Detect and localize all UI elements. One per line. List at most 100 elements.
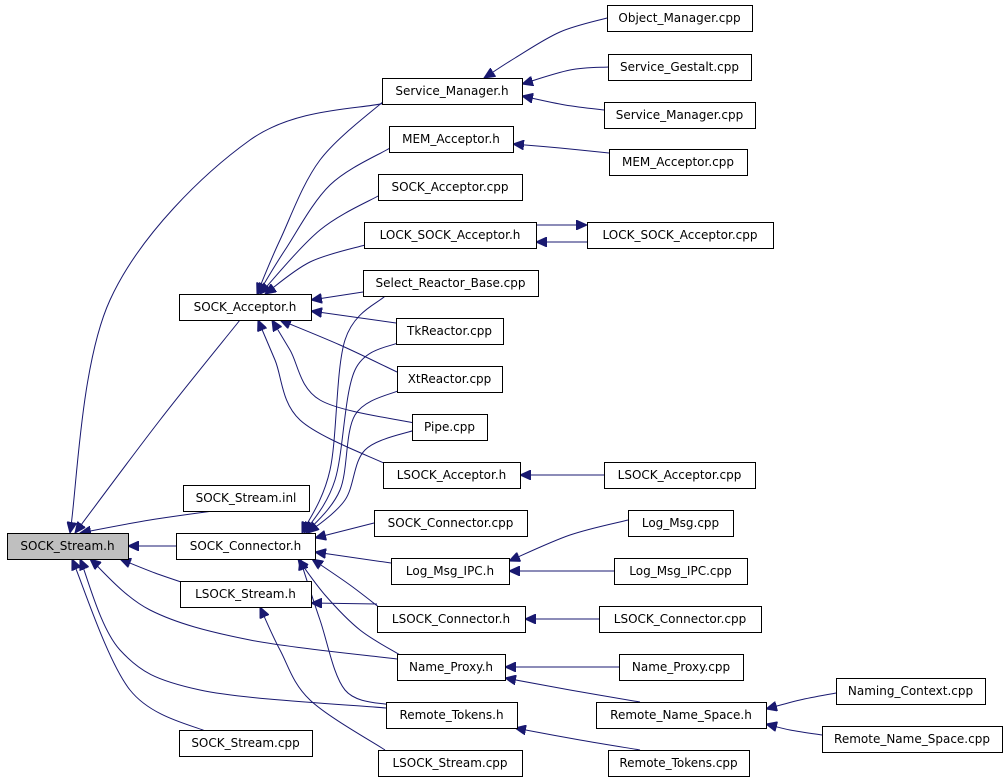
- node-box: [609, 149, 748, 176]
- node-label: Service_Manager.h: [395, 84, 508, 98]
- edge-lsock_stream_cpp-to-lsock_stream_h: [260, 607, 386, 751]
- edge-naming_context_cpp-to-remote_name_space_h: [766, 692, 837, 709]
- node-label: Service_Manager.cpp: [616, 108, 744, 122]
- node-service-manager-cpp[interactable]: Service_Manager.cpp: [604, 102, 756, 129]
- node-lock-sock-acceptor-cpp[interactable]: LOCK_SOCK_Acceptor.cpp: [587, 222, 774, 249]
- node-box: [176, 533, 316, 560]
- node-lsock-acceptor-h[interactable]: LSOCK_Acceptor.h: [383, 462, 521, 489]
- node-box: [628, 510, 734, 537]
- node-lsock-acceptor-cpp[interactable]: LSOCK_Acceptor.cpp: [604, 462, 756, 489]
- node-box: [378, 750, 523, 777]
- edge-select_reactor_base_cpp-to-sock_acceptor_h: [311, 291, 364, 300]
- edge-log_msg_cpp-to-log_msg_ipc_h: [509, 519, 629, 561]
- edge-log_msg_ipc_h-to-sock_connector_h: [315, 552, 392, 564]
- node-box: [397, 654, 506, 681]
- node-box: [596, 702, 767, 729]
- node-sock-stream-cpp[interactable]: SOCK_Stream.cpp: [179, 730, 313, 757]
- edge-select_reactor_base_cpp-to-sock_connector_h: [302, 295, 386, 533]
- node-layer: SOCK_Stream.h Service_Manager.h Object_Man…: [7, 5, 1003, 777]
- node-naming-context-cpp[interactable]: Naming_Context.cpp: [836, 678, 986, 705]
- node-select-reactor-base-cpp[interactable]: Select_Reactor_Base.cpp: [363, 270, 539, 297]
- node-box: [179, 294, 312, 321]
- node-box: [599, 606, 762, 633]
- node-box: [374, 510, 528, 537]
- edge-sock_stream_inl-to-sock_stream_h: [80, 509, 221, 533]
- edge-lsock_connector_h-to-sock_connector_h: [312, 559, 381, 609]
- node-lsock-connector-h[interactable]: LSOCK_Connector.h: [377, 606, 526, 633]
- edge-name_proxy_h-to-sock_stream_h: [90, 559, 398, 660]
- node-remote-tokens-h[interactable]: Remote_Tokens.h: [386, 702, 518, 729]
- node-remote-tokens-cpp[interactable]: Remote_Tokens.cpp: [608, 750, 750, 777]
- node-box: [836, 678, 986, 705]
- node-remote-name-space-h[interactable]: Remote_Name_Space.h: [596, 702, 767, 729]
- node-label: LOCK_SOCK_Acceptor.cpp: [603, 228, 758, 242]
- node-label: LSOCK_Acceptor.cpp: [618, 468, 742, 482]
- node-box: [608, 750, 750, 777]
- node-service-gestalt-cpp[interactable]: Service_Gestalt.cpp: [608, 54, 752, 81]
- node-box: [389, 126, 514, 153]
- node-sock-connector-cpp[interactable]: SOCK_Connector.cpp: [374, 510, 528, 537]
- node-label: Name_Proxy.h: [409, 660, 493, 674]
- node-xtreactor-cpp[interactable]: XtReactor.cpp: [397, 366, 503, 393]
- edge-remote_tokens_h-to-sock_stream_h: [80, 559, 387, 709]
- node-label: SOCK_Connector.cpp: [388, 516, 514, 530]
- node-mem-acceptor-h[interactable]: MEM_Acceptor.h: [389, 126, 514, 153]
- node-remote-name-space-cpp[interactable]: Remote_Name_Space.cpp: [822, 726, 1003, 753]
- node-box: [614, 558, 748, 585]
- node-service-manager-h[interactable]: Service_Manager.h: [382, 78, 523, 105]
- node-box: [607, 5, 753, 32]
- edge-xtreactor_cpp-to-sock_acceptor_h: [280, 320, 398, 373]
- edge-pipe_cpp-to-sock_connector_h: [308, 429, 416, 533]
- node-box: [383, 462, 521, 489]
- edge-lock_sock_acceptor_h-to-sock_acceptor_h: [265, 244, 366, 294]
- edge-tkreactor_cpp-to-sock_connector_h: [304, 341, 401, 533]
- node-object-manager-cpp[interactable]: Object_Manager.cpp: [607, 5, 753, 32]
- node-log-msg-cpp[interactable]: Log_Msg.cpp: [628, 510, 734, 537]
- node-lsock-stream-h[interactable]: LSOCK_Stream.h: [180, 581, 312, 608]
- edge-service_manager_h-to-sock_acceptor_h: [257, 99, 386, 294]
- node-label: Object_Manager.cpp: [618, 11, 740, 25]
- edge-sock_stream_cpp-to-sock_stream_h: [72, 559, 211, 734]
- edge-object_manager_cpp-to-service_manager_h: [484, 17, 608, 78]
- node-lsock-connector-cpp[interactable]: LSOCK_Connector.cpp: [599, 606, 762, 633]
- node-sock-connector-h[interactable]: SOCK_Connector.h: [176, 533, 316, 560]
- node-lock-sock-acceptor-h[interactable]: LOCK_SOCK_Acceptor.h: [364, 222, 537, 249]
- node-sock-stream-inl[interactable]: SOCK_Stream.inl: [183, 485, 310, 512]
- node-log-msg-ipc-h[interactable]: Log_Msg_IPC.h: [391, 558, 510, 585]
- edge-xtreactor_cpp-to-sock_connector_h: [306, 389, 401, 533]
- node-mem-acceptor-cpp[interactable]: MEM_Acceptor.cpp: [609, 149, 748, 176]
- node-name-proxy-cpp[interactable]: Name_Proxy.cpp: [619, 654, 744, 681]
- edge-remote_tokens_cpp-to-remote_tokens_h: [515, 728, 641, 751]
- node-label: SOCK_Connector.h: [190, 539, 302, 553]
- node-box: [382, 78, 523, 105]
- node-name-proxy-h[interactable]: Name_Proxy.h: [397, 654, 506, 681]
- edge-pipe_cpp-to-sock_acceptor_h: [272, 320, 415, 424]
- node-label: SOCK_Stream.cpp: [191, 736, 299, 750]
- node-box: [619, 654, 744, 681]
- node-label: MEM_Acceptor.h: [402, 132, 500, 146]
- node-label: SOCK_Acceptor.cpp: [391, 180, 508, 194]
- node-label: Name_Proxy.cpp: [632, 660, 730, 674]
- edge-mem_acceptor_cpp-to-mem_acceptor_h: [513, 144, 610, 154]
- node-label: Log_Msg_IPC.cpp: [629, 564, 731, 578]
- edge-sock_acceptor_cpp-to-sock_acceptor_h: [260, 194, 381, 294]
- node-box: [179, 730, 313, 757]
- node-label: MEM_Acceptor.cpp: [622, 155, 734, 169]
- node-sock-stream-h[interactable]: SOCK_Stream.h: [7, 533, 129, 560]
- node-label: LSOCK_Stream.cpp: [392, 756, 507, 770]
- node-label: LOCK_SOCK_Acceptor.h: [380, 228, 521, 242]
- node-tkreactor-cpp[interactable]: TkReactor.cpp: [396, 318, 504, 345]
- node-label: Log_Msg.cpp: [642, 516, 719, 530]
- node-sock-acceptor-cpp[interactable]: SOCK_Acceptor.cpp: [378, 174, 523, 201]
- node-pipe-cpp[interactable]: Pipe.cpp: [412, 414, 488, 441]
- edge-lsock_acceptor_h-to-sock_acceptor_h: [258, 320, 389, 466]
- node-box: [391, 558, 510, 585]
- node-log-msg-ipc-cpp[interactable]: Log_Msg_IPC.cpp: [614, 558, 748, 585]
- node-label: Remote_Name_Space.cpp: [834, 732, 990, 746]
- node-label: TkReactor.cpp: [406, 324, 492, 338]
- node-label: SOCK_Acceptor.h: [194, 300, 297, 314]
- node-box: [180, 581, 312, 608]
- node-box: [412, 414, 488, 441]
- node-sock-acceptor-h[interactable]: SOCK_Acceptor.h: [179, 294, 312, 321]
- node-lsock-stream-cpp[interactable]: LSOCK_Stream.cpp: [378, 750, 523, 777]
